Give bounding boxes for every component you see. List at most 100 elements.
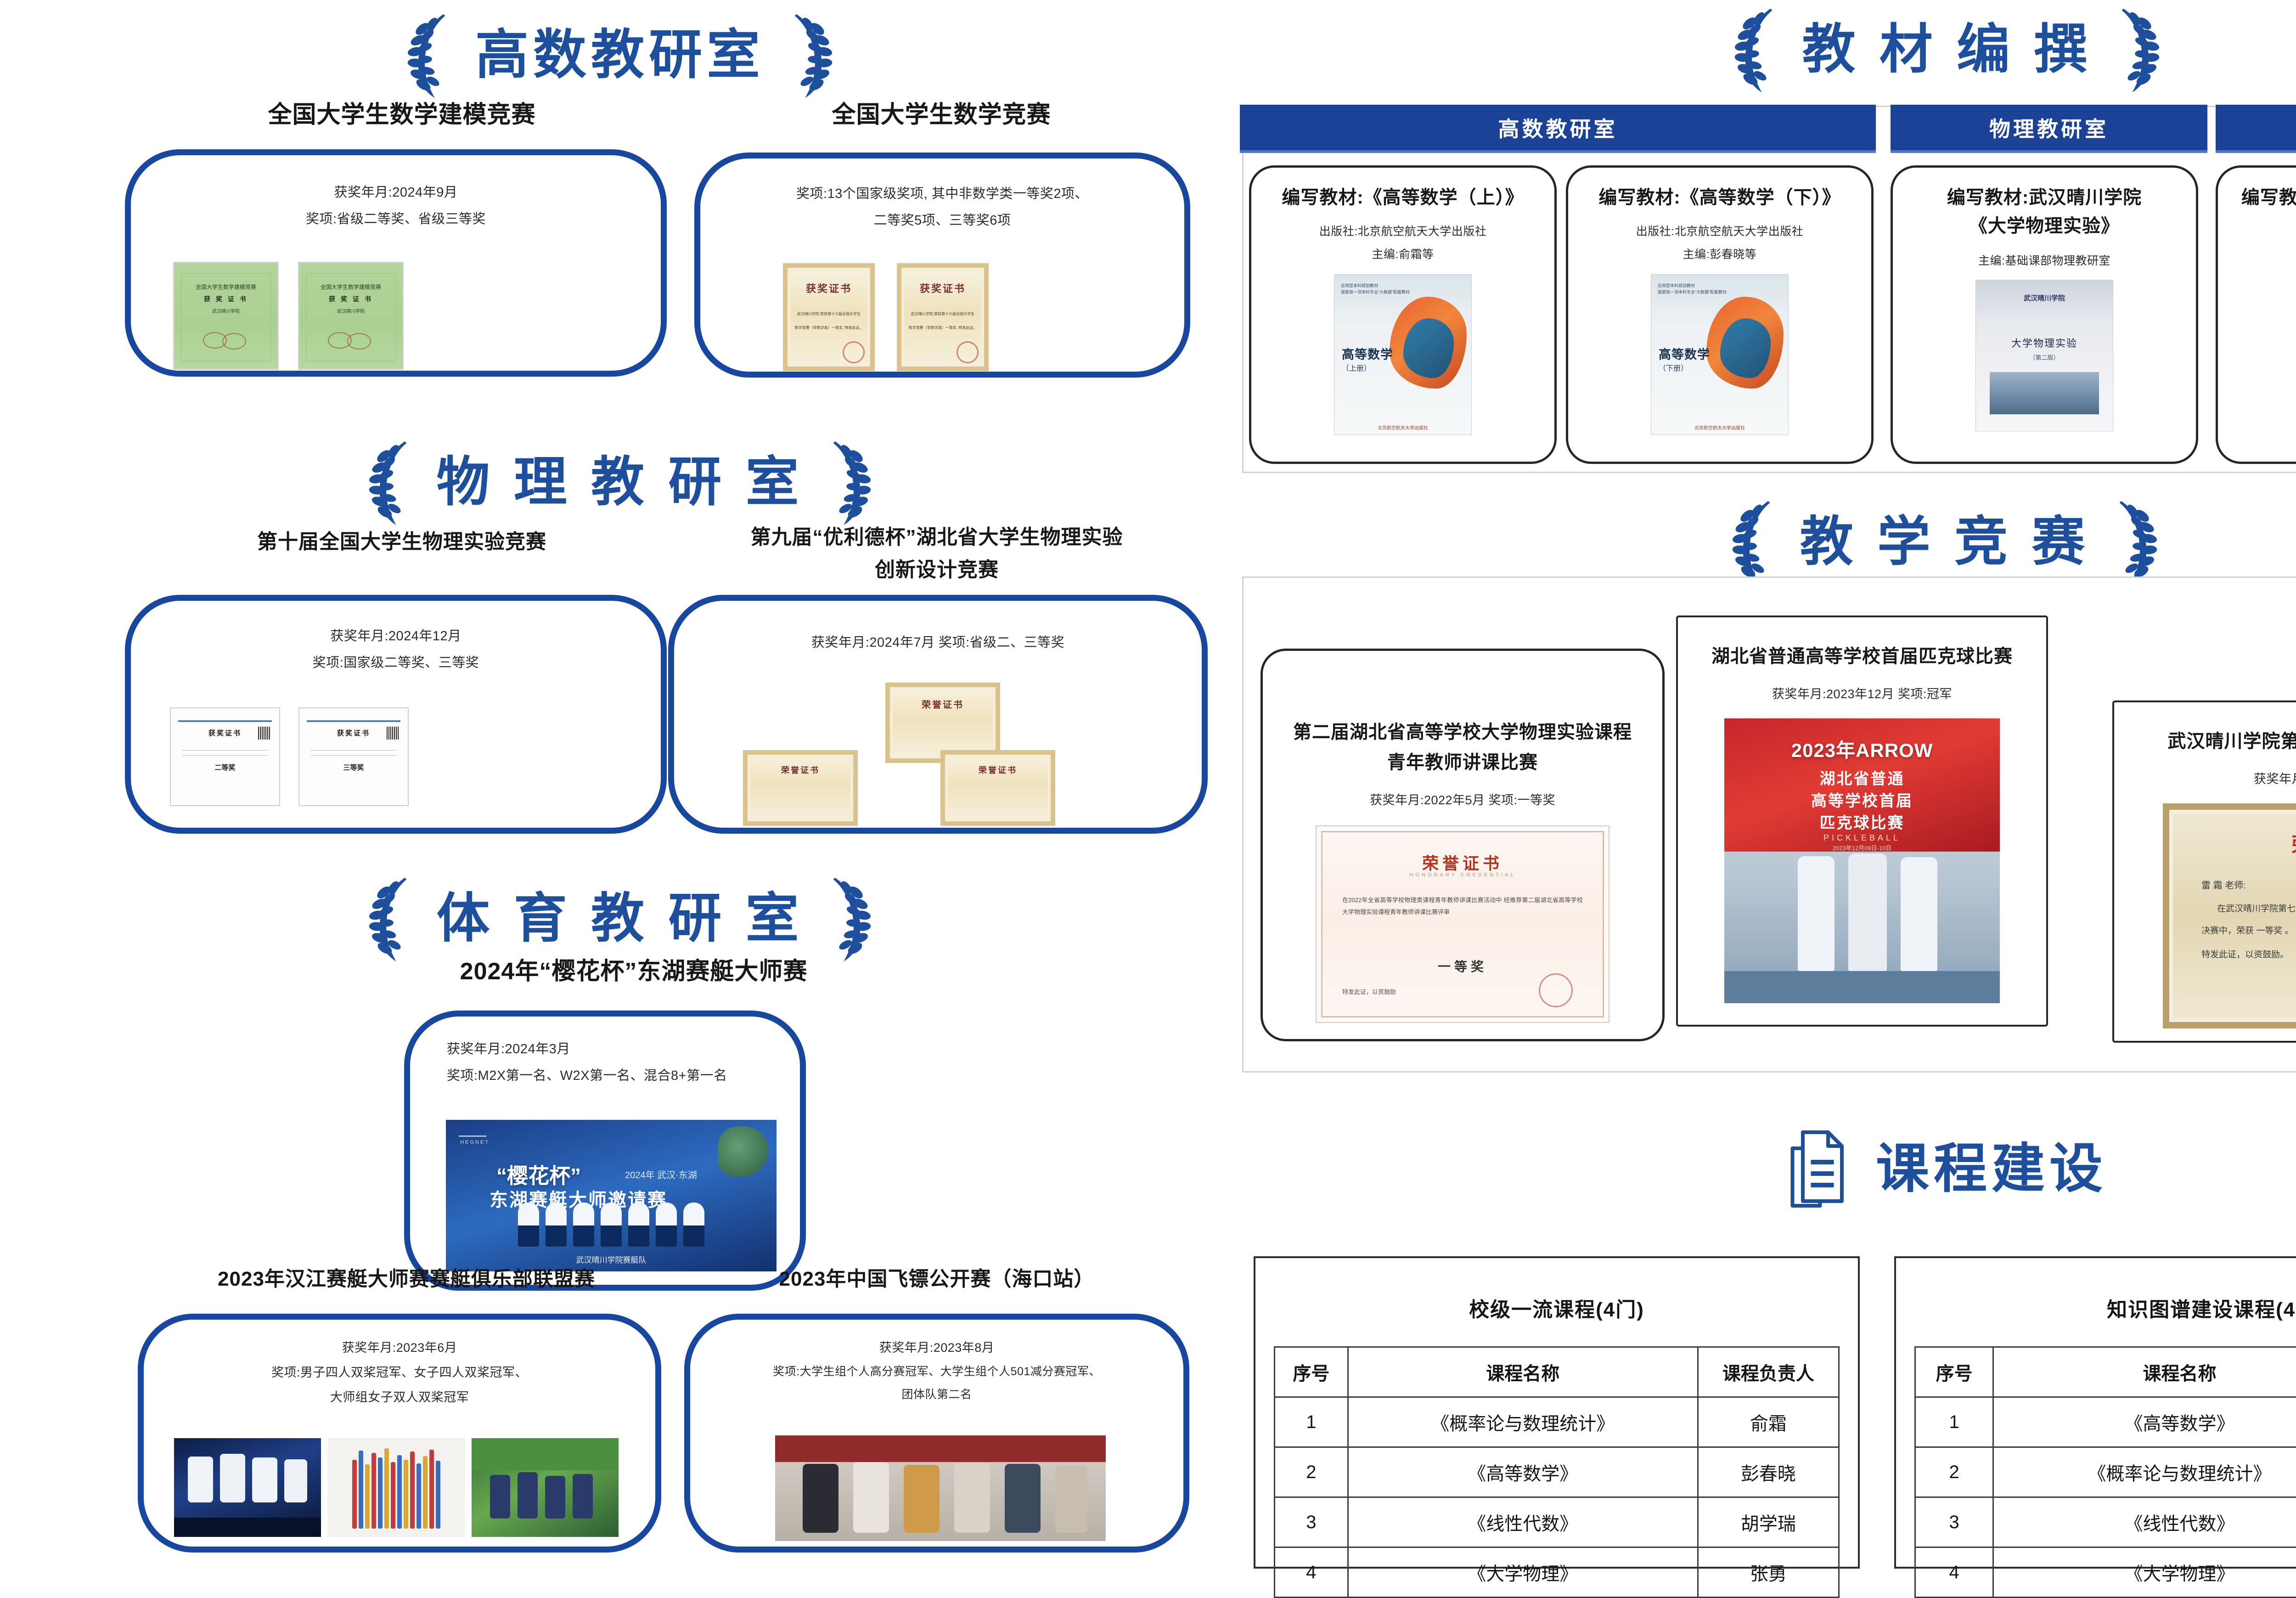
- cover-title: 高等数学: [1659, 344, 1710, 362]
- card-meta-date: 获奖年月:2024年12月: [131, 623, 661, 649]
- table-row: 2 《高等数学》 彭春晓: [1275, 1447, 1839, 1497]
- laurel-left-icon: [1731, 6, 1786, 93]
- col-header-index: 序号: [1275, 1347, 1348, 1397]
- table-row: 3 《线性代数》 胡学瑞: [1915, 1497, 2296, 1547]
- card-meta-date: 获奖年月:2023年8月: [690, 1335, 1183, 1360]
- cell-owner: 张勇: [1698, 1547, 1839, 1598]
- laurel-left-icon: [365, 875, 420, 962]
- col-header-course: 课程名称: [1348, 1347, 1698, 1397]
- cert-caption-1: 全国大学生数学建模竞赛: [306, 283, 395, 291]
- cert-line-1: 雷 霜 老师:: [2201, 878, 2246, 891]
- card-heading-line2: 创新设计竞赛: [670, 556, 1203, 583]
- card-meta-award-line1: 奖项:男子四人双桨冠军、女子四人双桨冠军、: [144, 1360, 655, 1385]
- cert-line-2: 在武汉晴川学院第七届青年教师讲课竞赛: [2217, 902, 2296, 914]
- course-table-box-1: 校级一流课程(4门) 序号 课程名称 课程负责人 1 《概率论与数理统计》 俞霜…: [1254, 1256, 1860, 1569]
- chip-label: 高数教研室: [1498, 113, 1618, 143]
- cell-course: 《线性代数》: [1348, 1497, 1698, 1547]
- section-title-courses: 课程建设: [1876, 1141, 2107, 1197]
- card-heading-line1: 第九届“优利德杯”湖北省大学生物理实验: [670, 524, 1203, 551]
- table-row: 3 《线性代数》 胡学瑞: [1275, 1497, 1839, 1547]
- card-meta: 获奖年月:2022年4月 奖项:一等奖: [2133, 767, 2296, 791]
- card-heading: 第十届全国大学生物理实验竞赛: [142, 528, 661, 555]
- card-meta: 获奖年月:2023年12月 奖项:冠军: [1694, 682, 2030, 706]
- laurel-left-icon: [1728, 498, 1784, 586]
- cert-caption-1: 荣誉证书: [890, 697, 996, 711]
- card-heading: 2023年中国飞镖公开赛（海口站）: [684, 1265, 1189, 1293]
- section-banner-courses: 课程建设: [1671, 1121, 2223, 1217]
- certificate-image: 荣誉证书: [940, 750, 1055, 826]
- card-meta: 获奖年月:2022年5月 奖项:一等奖: [1281, 788, 1644, 813]
- cert-line-4: 特发此证，以资鼓励。: [2201, 948, 2289, 960]
- table-caption: 知识图谱建设课程(4门): [1914, 1293, 2296, 1322]
- textbook-card-4: 编写教材:《大学生体育与健康》 出版社:上海交通大学出版社 主编:黄埔 杨毅 创…: [2216, 165, 2296, 464]
- cell-index: 1: [1275, 1397, 1348, 1447]
- textbook-card-1: 编写教材:《高等数学（上）》 出版社:北京航空航天大学出版社 主编:俞霜等 应用…: [1249, 165, 1557, 464]
- award-card-sports-1: 获奖年月:2024年3月 奖项:M2X第一名、W2X第一名、混合8+第一名 HE…: [404, 1011, 806, 1291]
- cert-title: 荣誉证书: [1317, 850, 1609, 874]
- cert-caption-3: 数学竞赛（非数学类）一等奖, 特发此证。: [793, 325, 865, 331]
- card-editor: 主编:彭春晓等: [1580, 243, 1859, 266]
- certificate-image: 获奖证书 三等奖: [298, 707, 409, 806]
- photo-text-2: 湖北省普通: [1724, 766, 2000, 789]
- award-card-title-math-1: 全国大学生数学建模竞赛: [138, 99, 666, 131]
- cert-caption-2: 获 奖 证 书: [306, 294, 395, 304]
- card-meta-date: 获奖年月:2023年6月: [144, 1335, 655, 1360]
- certificate-image: 全国大学生数学建模竞赛 获 奖 证 书 武汉晴川学院: [173, 262, 279, 370]
- cert-caption-2: 武汉晴川学院 荣获第十六届全国大学生: [793, 311, 865, 317]
- event-photo: [472, 1438, 619, 1537]
- table-row: 1 《高等数学》 彭春晓: [1915, 1397, 2296, 1447]
- certificate-image: 获奖证书 武汉晴川学院 荣获第十六届全国大学生 数学竞赛（非数学类）一等奖, 特…: [897, 263, 989, 371]
- book-cover-image: 应用型本科规划教材国家级一流本科专业“大数据”配套教材 高等数学 （上册） 北京…: [1334, 274, 1472, 435]
- photo-text-4: 匹克球比赛: [1724, 810, 2000, 833]
- card-heading-line2: 《大学物理实验》: [1905, 214, 2184, 238]
- table-header-row: 序号 课程名称 课程负责人: [1275, 1347, 1839, 1397]
- table-header-row: 序号 课程名称 课程负责人: [1915, 1347, 2296, 1397]
- card-meta-award: 获奖年月:2024年7月 奖项:省级二、三等奖: [674, 629, 1202, 656]
- textbook-card-2: 编写教材:《高等数学（下）》 出版社:北京航空航天大学出版社 主编:彭春晓等 应…: [1566, 165, 1874, 464]
- card-meta-award: 奖项:省级二等奖、省级三等奖: [131, 206, 661, 232]
- card-meta-award-line2: 二等奖5项、三等奖6项: [700, 207, 1184, 234]
- card-heading: 编写教材:《大学生体育与健康》: [2229, 185, 2296, 210]
- cell-index: 1: [1915, 1397, 1993, 1447]
- cell-owner: 俞霜: [1698, 1397, 1839, 1447]
- course-table-box-2: 知识图谱建设课程(4门) 序号 课程名称 课程负责人 1 《高等数学》 彭春晓 …: [1894, 1256, 2296, 1569]
- cell-owner: 彭春晓: [1698, 1447, 1839, 1497]
- cell-index: 2: [1275, 1447, 1348, 1497]
- section-title-sports: 体 育 教 研 室: [437, 891, 804, 947]
- cert-award: 一等奖: [1317, 957, 1609, 975]
- chip-label: 物理教研室: [1989, 113, 2109, 143]
- section-banner-teaching-competition: 教 学 竞 赛: [1681, 501, 2209, 583]
- teaching-competition-card-2: 湖北省普通高等学校首届匹克球比赛 获奖年月:2023年12月 奖项:冠军 202…: [1676, 615, 2048, 1027]
- card-heading: 全国大学生数学建模竞赛: [138, 99, 666, 131]
- textbook-card-3: 编写教材:武汉晴川学院 《大学物理实验》 主编:基础课部物理教研室 武汉晴川学院…: [1891, 165, 2198, 464]
- card-heading-line1: 编写教材:武汉晴川学院: [1905, 185, 2184, 210]
- photo-text-6: 2023年12月09日-10日: [1724, 843, 2000, 852]
- card-heading: 全国大学生数学竞赛: [712, 99, 1171, 131]
- book-cover-image: 应用型本科规划教材国家级一流本科专业“大数据”配套教材 高等数学 （下册） 北京…: [1651, 274, 1789, 435]
- card-publisher: 出版社:北京航空航天大学出版社: [1263, 220, 1542, 243]
- photo-text-3: 2024年 武汉·东湖: [625, 1168, 697, 1181]
- laurel-left-icon: [404, 11, 459, 99]
- cell-course: 《概率论与数理统计》: [1993, 1447, 2296, 1497]
- award-card-sports-3: 获奖年月:2023年8月 奖项:大学生组个人高分赛冠军、大学生组个人501减分赛…: [684, 1314, 1189, 1553]
- cert-caption-3: 数学竞赛（非数学类）一等奖, 特发此证。: [907, 325, 979, 331]
- certificate-image: 全国大学生数学建模竞赛 获 奖 证 书 武汉晴川学院: [298, 262, 404, 370]
- section-title-math: 高数教研室: [475, 27, 765, 83]
- card-meta-date: 获奖年月:2024年9月: [131, 179, 661, 206]
- table-row: 2 《概率论与数理统计》 俞霜: [1915, 1447, 2296, 1497]
- cell-course: 《概率论与数理统计》: [1348, 1397, 1698, 1447]
- card-editor: 主编:黄埔 杨毅: [2229, 243, 2296, 266]
- cell-owner: 胡学瑞: [1698, 1497, 1839, 1547]
- cert-caption-1: 获奖证书: [788, 281, 870, 295]
- cell-index: 3: [1915, 1497, 1993, 1547]
- card-meta-date: 获奖年月:2024年3月: [447, 1036, 800, 1062]
- event-photo: HEGNET “樱花杯” 东湖赛艇大师邀请赛 2024年 武汉·东湖 武汉晴川学…: [446, 1120, 777, 1271]
- chip-physics-group: 物理教研室: [1891, 105, 2207, 153]
- section-banner-physics: 物 理 教 研 室: [303, 441, 937, 524]
- card-heading-line2: 青年教师讲课比赛: [1281, 750, 1644, 775]
- teaching-competition-card-3: 武汉晴川学院第七届青年教师讲课竞赛决赛 获奖年月:2022年4月 奖项:一等奖 …: [2112, 700, 2296, 1043]
- cover-title: 大学物理实验: [1976, 335, 2113, 350]
- card-heading-line1: 第二届湖北省高等学校大学物理实验课程: [1281, 720, 1644, 745]
- cover-subtitle: （上册）: [1342, 362, 1371, 373]
